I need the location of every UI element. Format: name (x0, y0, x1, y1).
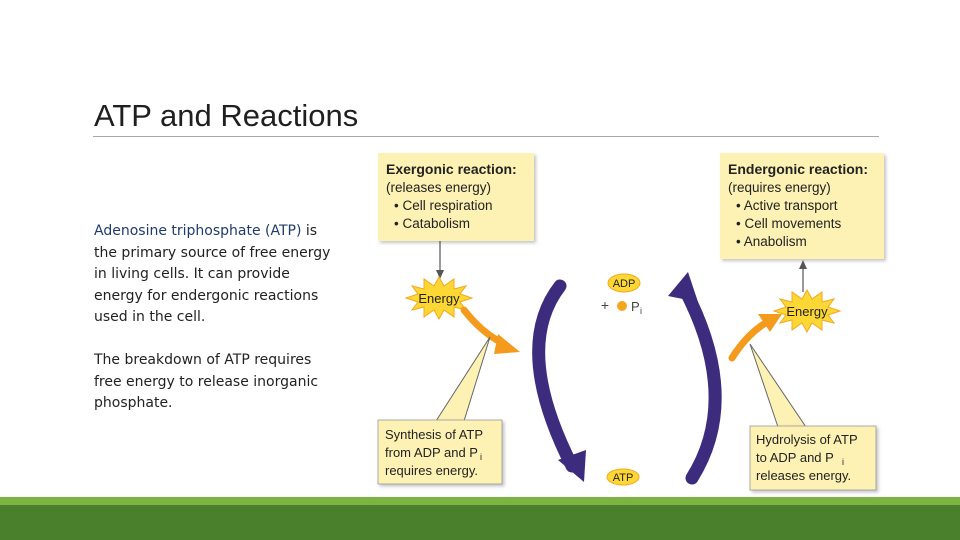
energy-starburst-right: Energy (772, 288, 842, 334)
exergonic-heading: Exergonic reaction: (386, 161, 517, 177)
phosphate-p: P (631, 299, 640, 314)
energy-label-right: Energy (786, 304, 828, 319)
endergonic-bullet-3: • Anabolism (736, 234, 807, 249)
exergonic-bullet-1: • Cell respiration (394, 198, 493, 213)
synthesis-line-3: requires energy. (385, 463, 478, 478)
exergonic-subheading: (releases energy) (386, 180, 491, 195)
paragraph-atp-breakdown: The breakdown of ATP requires free energ… (94, 352, 319, 411)
atp-label-group: ATP (606, 468, 640, 486)
synthesis-sub-i: i (480, 452, 482, 462)
paragraph-atp-source: Adenosine triphosphate (ATP) is the prim… (94, 221, 334, 329)
slide-title: ATP and Reactions (94, 98, 359, 133)
cycle-arrow-left (532, 279, 586, 482)
hydrolysis-line-3: releases energy. (756, 468, 851, 483)
synthesis-line-2: from ADP and P (385, 445, 478, 460)
energy-to-endergonic-arrow (799, 260, 807, 292)
exergonic-bullet-2: • Catabolism (394, 216, 470, 231)
adp-label-group: ADP + P i (601, 273, 642, 316)
paragraph-rest: is the primary source of free energy in … (94, 223, 331, 325)
cycle-arrow-right (668, 272, 722, 485)
orange-arrow-left (460, 306, 520, 354)
endergonic-bullet-1: • Active transport (736, 198, 838, 213)
paragraph-lead: Adenosine triphosphate (ATP) (94, 223, 302, 239)
synthesis-line-1: Synthesis of ATP (385, 427, 483, 442)
hydrolysis-sub-i: i (842, 457, 844, 467)
hydrolysis-line-1: Hydrolysis of ATP (756, 432, 858, 447)
endergonic-box: Endergonic reaction: (requires energy) •… (720, 153, 884, 259)
energy-starburst-left: Energy (404, 275, 474, 321)
exergonic-to-energy-arrow (436, 241, 444, 279)
endergonic-subheading: (requires energy) (728, 180, 831, 195)
title-rule (93, 136, 879, 137)
synthesis-callout: Synthesis of ATP from ADP and P i requir… (377, 336, 503, 485)
exergonic-box: Exergonic reaction: (releases energy) • … (378, 153, 534, 241)
hydrolysis-callout: Hydrolysis of ATP to ADP and P i release… (749, 343, 877, 491)
endergonic-heading: Endergonic reaction: (728, 161, 868, 177)
orange-arrow-right (728, 314, 782, 362)
adp-label: ADP (613, 278, 636, 290)
footer-accent (0, 497, 960, 505)
atp-cycle-diagram: Exergonic reaction: (releases energy) • … (377, 153, 884, 491)
energy-label-left: Energy (418, 291, 460, 306)
hydrolysis-line-2: to ADP and P (756, 450, 834, 465)
atp-label: ATP (613, 472, 634, 484)
phosphate-sub-i: i (640, 306, 642, 316)
plus-sign: + (601, 297, 609, 313)
endergonic-bullet-2: • Cell movements (736, 216, 842, 231)
